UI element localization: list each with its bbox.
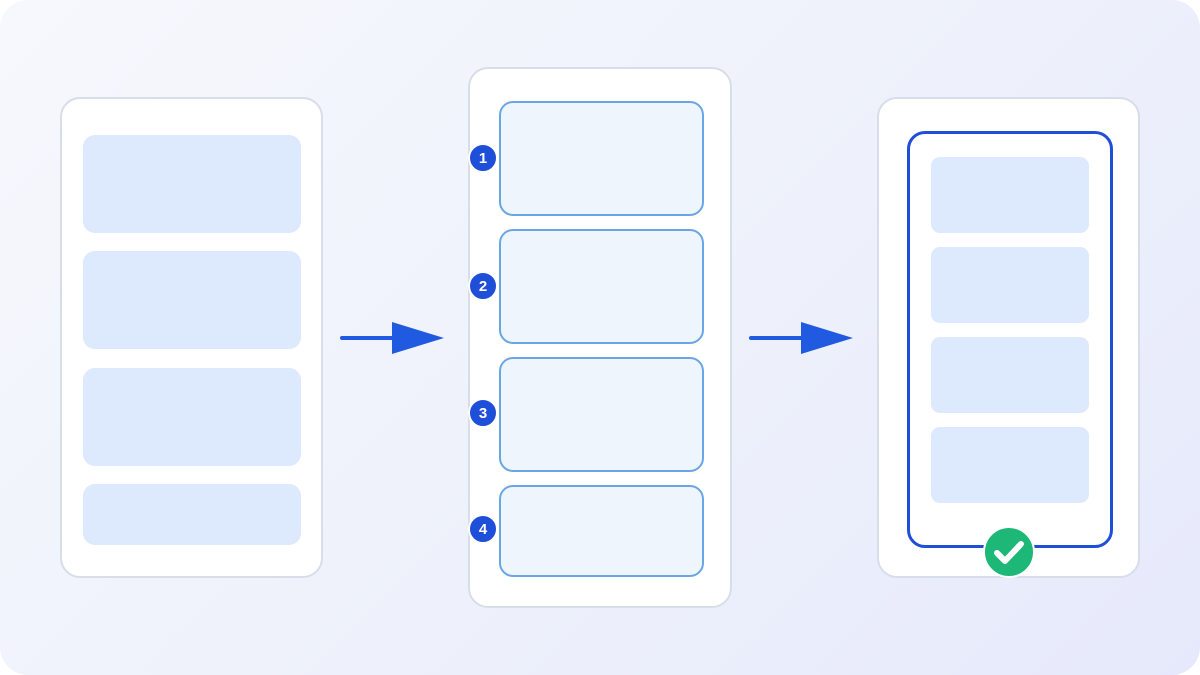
numbered-block — [499, 485, 704, 577]
result-card — [877, 97, 1140, 578]
result-block — [931, 247, 1089, 323]
step-badge: 1 — [468, 143, 498, 173]
source-block — [83, 484, 301, 545]
result-block — [931, 427, 1089, 503]
arrow-right-icon — [749, 322, 853, 354]
step-badge: 2 — [468, 271, 498, 301]
source-block — [83, 135, 301, 233]
numbered-block — [499, 229, 704, 344]
numbered-card — [468, 67, 732, 608]
source-block — [83, 251, 301, 349]
source-block — [83, 368, 301, 466]
arrow-right-icon — [340, 322, 444, 354]
result-block — [931, 337, 1089, 413]
result-frame — [907, 131, 1113, 548]
step-badge: 3 — [468, 398, 498, 428]
step-badge: 4 — [468, 514, 498, 544]
result-block — [931, 157, 1089, 233]
numbered-block — [499, 357, 704, 472]
numbered-block — [499, 101, 704, 216]
source-card — [60, 97, 323, 578]
check-icon — [983, 526, 1035, 578]
